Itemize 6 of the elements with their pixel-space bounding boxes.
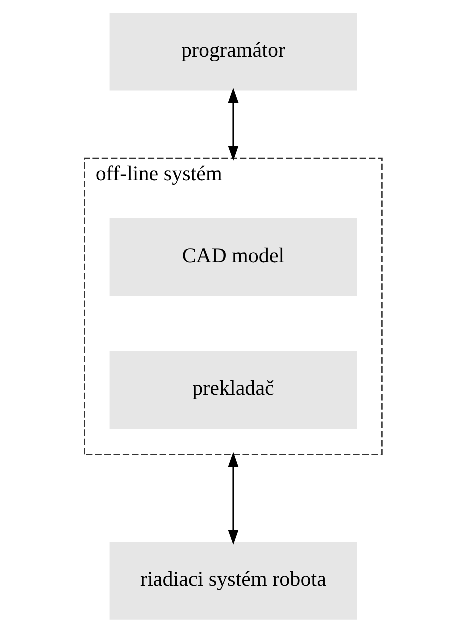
arrow [228, 88, 238, 161]
node-box: riadiaci systém robota [109, 542, 357, 620]
node-box: programátor [109, 13, 357, 91]
node-box: CAD model [109, 218, 357, 296]
arrow [228, 452, 238, 545]
node-box: prekladač [109, 351, 357, 430]
